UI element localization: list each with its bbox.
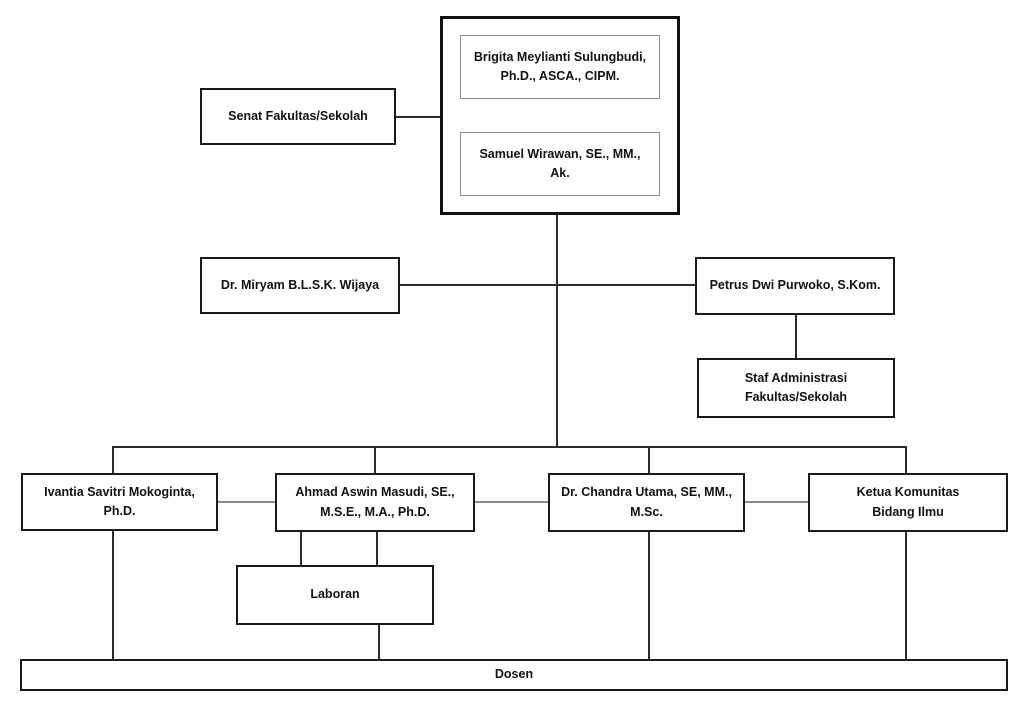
sibling-ivantia-ahmad (218, 501, 275, 503)
connector-ketua-dosen (905, 531, 907, 659)
connector-petrus-staf (795, 315, 797, 358)
leadership-group-box: Brigita Meylianti Sulungbudi, Ph.D., ASC… (440, 16, 680, 215)
drop-chandra (648, 446, 650, 473)
node-laboran: Laboran (236, 565, 434, 625)
node-ahmad: Ahmad Aswin Masudi, SE., M.S.E., M.A., P… (275, 473, 475, 532)
drop-ketua (905, 446, 907, 473)
node-samuel: Samuel Wirawan, SE., MM., Ak. (460, 132, 660, 196)
connector-chandra-dosen (648, 531, 650, 659)
sibling-chandra-ketua (745, 501, 808, 503)
connector-ivantia-dosen (112, 531, 114, 659)
node-ketua-komunitas: Ketua Komunitas Bidang Ilmu (808, 473, 1008, 532)
drop-ivantia (112, 446, 114, 473)
connector-laboran-dosen (378, 625, 380, 659)
connector-leadership-down (556, 215, 558, 447)
connector-senat-leadership (396, 116, 440, 118)
node-miryam: Dr. Miryam B.L.S.K. Wijaya (200, 257, 400, 314)
connector-children-bus (112, 446, 907, 448)
node-senat-fakultas: Senat Fakultas/Sekolah (200, 88, 396, 145)
connector-ahmad-laboran-left (300, 531, 302, 565)
node-petrus: Petrus Dwi Purwoko, S.Kom. (695, 257, 895, 315)
node-ivantia: Ivantia Savitri Mokoginta, Ph.D. (21, 473, 218, 531)
node-chandra: Dr. Chandra Utama, SE, MM., M.Sc. (548, 473, 745, 532)
node-staf-administrasi: Staf Administrasi Fakultas/Sekolah (697, 358, 895, 418)
node-brigita: Brigita Meylianti Sulungbudi, Ph.D., ASC… (460, 35, 660, 99)
drop-ahmad (374, 446, 376, 473)
node-dosen: Dosen (20, 659, 1008, 691)
sibling-ahmad-chandra (475, 501, 548, 503)
connector-ahmad-laboran-right (376, 531, 378, 565)
connector-miryam-petrus (400, 284, 695, 286)
